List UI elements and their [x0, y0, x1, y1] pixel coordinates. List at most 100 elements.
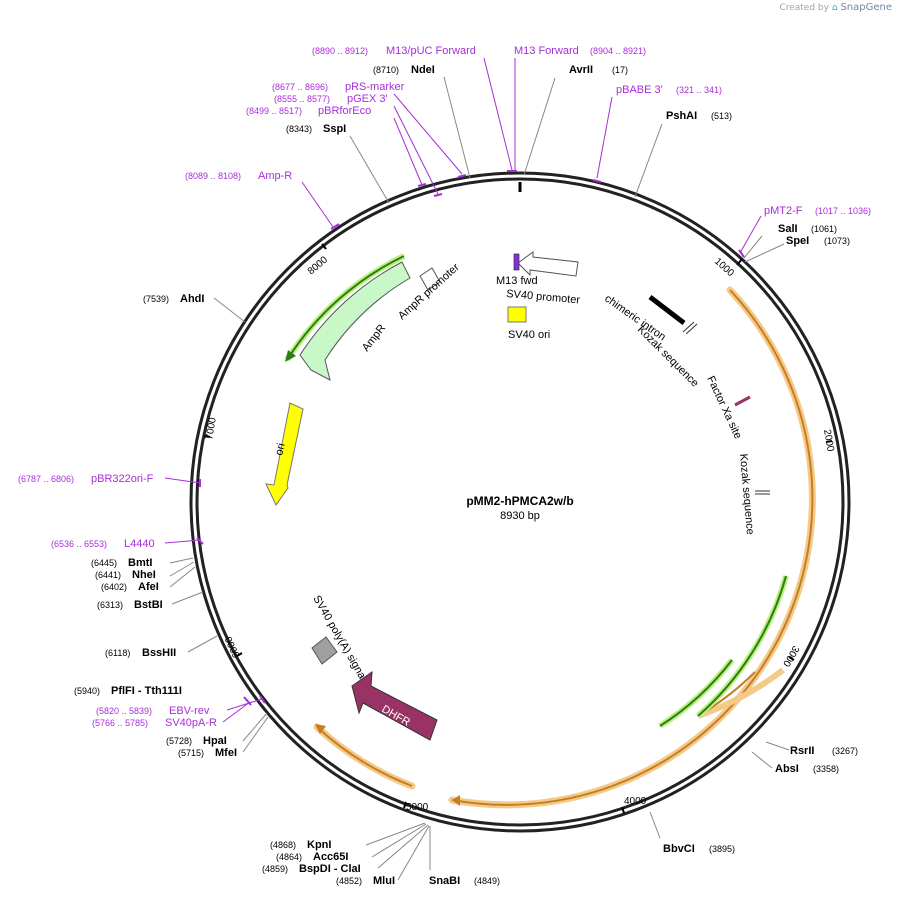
enzyme-ahdi-coords: (7539): [143, 294, 169, 304]
snapgene-logo-text: SnapGene: [840, 2, 892, 13]
enzyme-sspi-coords: (8343): [286, 124, 312, 134]
enzyme-ahdi-label: AhdI: [180, 293, 204, 305]
enzyme-bsshii-coords: (6118): [105, 648, 130, 658]
primer-pbrforeco-label: pBRforEco: [318, 105, 371, 117]
enzyme-mfei-label: MfeI: [215, 747, 237, 759]
enzyme-bbvci-label: BbvCI: [663, 843, 695, 855]
enzyme-leaders: [169, 76, 790, 881]
enzyme-sali-coords: (1061): [811, 224, 837, 234]
primer-m13puc-label: M13/pUC Forward: [386, 45, 476, 57]
primer-m13fwd-label: M13 Forward: [514, 45, 579, 57]
tick-4000: 4000: [624, 796, 647, 807]
enzyme-afei-coords: (6402): [101, 582, 127, 592]
ampr-feature[interactable]: [299, 261, 411, 381]
dhfr-feature[interactable]: [351, 670, 438, 741]
sv40-promoter-feature[interactable]: [517, 251, 579, 277]
sv40-polya-feature[interactable]: [311, 636, 338, 665]
enzyme-absi-coords: (3358): [813, 764, 839, 774]
green-orf-1[interactable]: [659, 659, 733, 727]
enzyme-mlui-label: MluI: [373, 875, 395, 887]
orange-orf-lower-highlight: [313, 723, 416, 790]
backbone-inner: [195, 177, 845, 827]
primer-sv40pa-label: SV40pA-R: [165, 717, 217, 729]
primer-ampr-label: Amp-R: [258, 170, 292, 182]
enzyme-bstbi-coords: (6313): [97, 600, 123, 610]
primer-m13puc-coords: (8890 .. 8912): [312, 46, 368, 56]
kozak-2-label: Kozak sequence: [737, 453, 756, 535]
ori-feature[interactable]: [265, 402, 304, 506]
enzyme-spei-coords: (1073): [824, 236, 850, 246]
sv40-ori-feature[interactable]: [507, 306, 527, 323]
enzyme-nhei-label: NheI: [132, 569, 156, 581]
enzyme-ndei-coords: (8710): [373, 65, 399, 75]
enzyme-mlui-coords: (4852): [336, 876, 362, 886]
enzyme-bsshii-label: BssHII: [142, 647, 176, 659]
green-orf-3[interactable]: [286, 255, 405, 361]
primer-prs-label: pRS-marker: [345, 81, 405, 93]
kozak-1-feature[interactable]: [682, 321, 695, 333]
m13-fwd-label: M13 fwd: [496, 275, 538, 287]
plasmid-length: 8930 bp: [500, 510, 540, 522]
enzyme-acc65i-coords: (4864): [276, 852, 302, 862]
tick-7000: 7000: [204, 416, 219, 440]
primer-pbabe-label: pBABE 3': [616, 84, 663, 96]
primer-pbabe-coords: (321 .. 341): [676, 85, 722, 95]
enzyme-pshai-coords: (513): [711, 111, 732, 121]
enzyme-sali-label: SalI: [778, 223, 798, 235]
enzyme-kpni-coords: (4868): [270, 840, 296, 850]
sv40-ori-label: SV40 ori: [508, 329, 550, 341]
enzyme-labels: (8710) NdeI AvrII (17) PshAI (513) (8343…: [74, 64, 858, 887]
created-by-text: Created by: [779, 3, 829, 13]
orange-orf-outer[interactable]: [451, 289, 814, 806]
primer-pgex-coords: (8555 .. 8577): [274, 94, 330, 104]
enzyme-pflfi-label: PflFI - Tth111I: [111, 685, 182, 697]
enzyme-spei-label: SpeI: [786, 235, 809, 247]
primer-labels: (8890 .. 8912) M13/pUC Forward M13 Forwa…: [18, 45, 871, 729]
plasmid-name: pMM2-hPMCA2w/b: [466, 494, 573, 508]
enzyme-bstbi-label: BstBI: [134, 599, 163, 611]
tick-6000: 6000: [223, 634, 243, 659]
green-orf-2[interactable]: [697, 575, 787, 717]
chimeric-intron-feature[interactable]: [648, 295, 686, 325]
primer-l4440-label: L4440: [124, 538, 155, 550]
primer-sv40pa-coords: (5766 .. 5785): [92, 718, 148, 728]
snapgene-branding: Created by ⌂ SnapGene: [779, 2, 892, 13]
enzyme-kpni-label: KpnI: [307, 839, 331, 851]
primer-pbr322-coords: (6787 .. 6806): [18, 474, 74, 484]
primer-ampr-coords: (8089 .. 8108): [185, 171, 241, 181]
primer-pmt2f-coords: (1017 .. 1036): [815, 206, 871, 216]
primer-prs-coords: (8677 .. 8696): [272, 82, 328, 92]
ori-label: ori: [273, 442, 287, 457]
enzyme-avrii-coords: (17): [612, 65, 628, 75]
orange-orf-lower[interactable]: [316, 726, 413, 787]
enzyme-bbvci-coords: (3895): [709, 844, 735, 854]
m13-fwd-feature[interactable]: [513, 253, 520, 271]
primer-ebvrev-label: EBV-rev: [169, 705, 210, 717]
primer-l4440-coords: (6536 .. 6553): [51, 539, 107, 549]
enzyme-hpai-coords: (5728): [166, 736, 192, 746]
enzyme-acc65i-label: Acc65I: [313, 851, 348, 863]
enzyme-mfei-coords: (5715): [178, 748, 204, 758]
enzyme-bspdi-coords: (4859): [262, 864, 288, 874]
primer-pmt2f-label: pMT2-F: [764, 205, 803, 217]
factor-xa-label: Factor Xa site: [704, 374, 744, 441]
orange-orf-lower-arrow: [315, 724, 326, 734]
kozak-1-label: Kozak sequence: [635, 324, 701, 390]
sv40-promoter-label: SV40 promoter: [506, 288, 581, 306]
primer-pbr322-label: pBR322ori-F: [91, 473, 154, 485]
primer-ebvrev-coords: (5820 .. 5839): [96, 706, 152, 716]
enzyme-snabi-label: SnaBI: [429, 875, 460, 887]
factor-xa-feature[interactable]: [734, 395, 751, 407]
ampr-promoter-feature[interactable]: [419, 267, 441, 291]
enzyme-snabi-coords: (4849): [474, 876, 500, 886]
enzyme-bmti-label: BmtI: [128, 557, 152, 569]
green-orf-3-arrow: [285, 350, 296, 362]
primer-pgex-label: pGEX 3': [347, 93, 388, 105]
ampr-label: AmpR: [360, 322, 388, 354]
tick-5000: 5000: [406, 802, 429, 813]
enzyme-pshai-label: PshAI: [666, 110, 697, 122]
enzyme-afei-label: AfeI: [138, 581, 159, 593]
enzyme-hpai-label: HpaI: [203, 735, 227, 747]
sv40-polya-label: SV40 poly(A) signal: [310, 594, 369, 684]
